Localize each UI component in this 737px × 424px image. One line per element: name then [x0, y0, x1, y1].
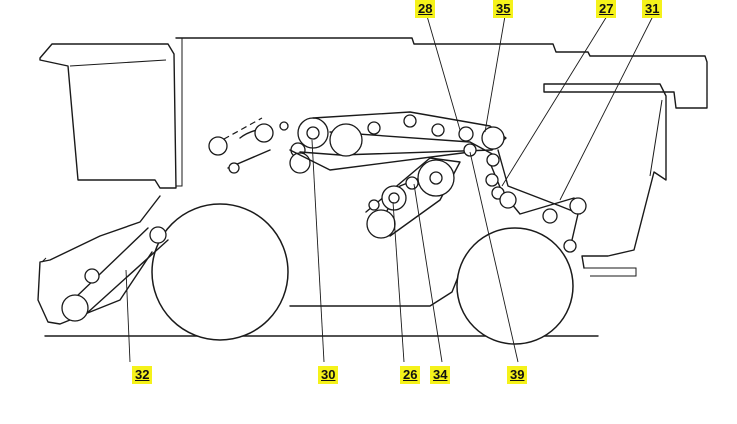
leader-30 [311, 139, 325, 363]
leader-27 [501, 15, 608, 187]
callout-34: 34 [430, 366, 451, 384]
leader-35 [484, 15, 506, 133]
body-outline [175, 37, 708, 269]
callout-39: 39 [507, 366, 528, 384]
feeder-outline [37, 195, 161, 325]
callout-28: 28 [415, 0, 436, 18]
leader-31 [559, 15, 654, 201]
leader-34 [413, 183, 443, 363]
leader-32 [125, 269, 131, 363]
front-wheel [151, 203, 289, 341]
leader-26 [392, 201, 405, 363]
leader-28 [426, 15, 461, 131]
callout-35: 35 [493, 0, 514, 18]
callout-31: 31 [642, 0, 663, 18]
callout-26: 26 [400, 366, 421, 384]
callout-32: 32 [132, 366, 153, 384]
chassis-frame [289, 271, 461, 307]
callout-27: 27 [596, 0, 617, 18]
cab-outline [39, 43, 177, 189]
leader-39 [469, 151, 519, 363]
callout-30: 30 [318, 366, 339, 384]
rear-wheel [456, 227, 574, 345]
